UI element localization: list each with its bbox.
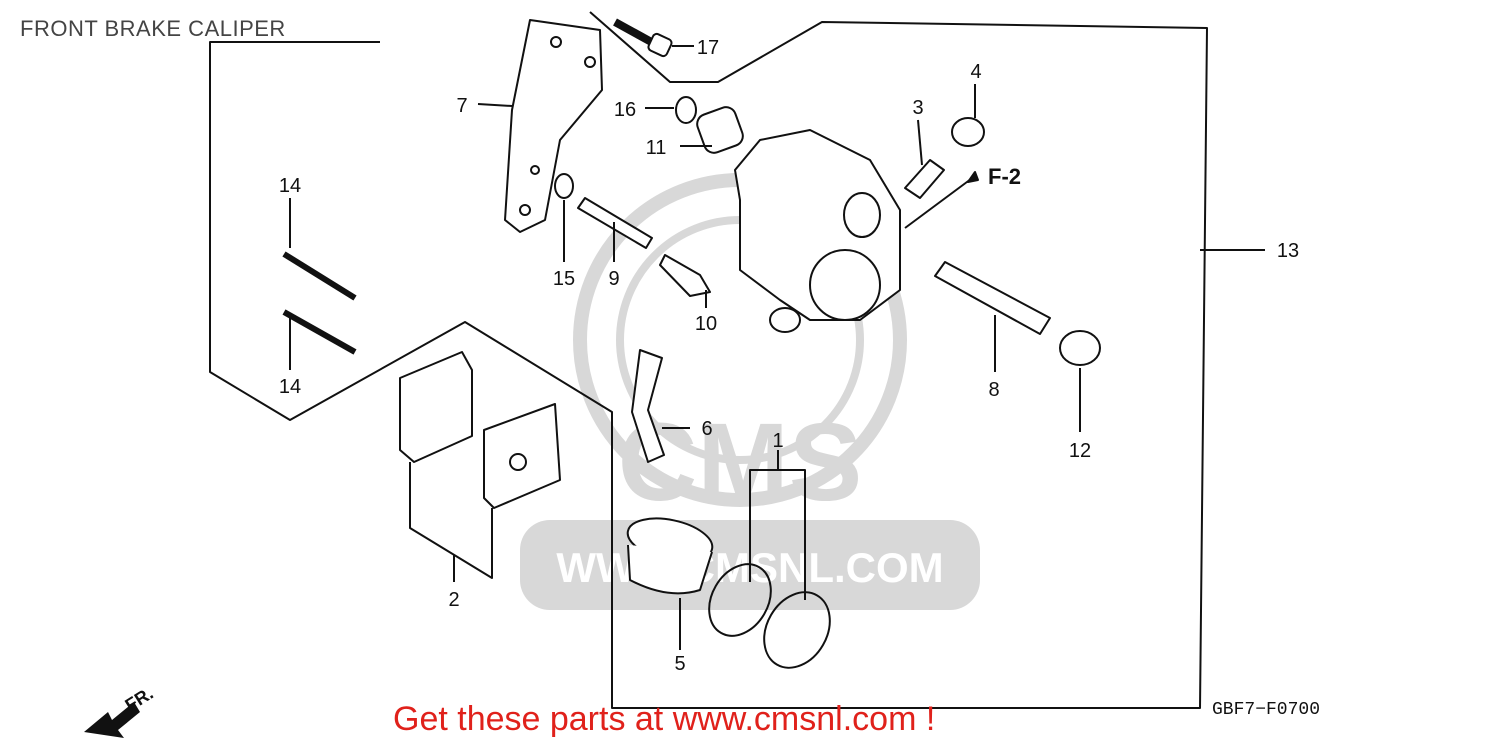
ref-label-15: 15 (553, 268, 575, 290)
ref-label-10: 10 (695, 313, 717, 335)
ref-label-14b: 14 (279, 376, 301, 398)
ref-label-6: 6 (701, 418, 712, 440)
ref-label-4: 4 (970, 61, 981, 83)
ref-label-1: 1 (772, 430, 783, 452)
assembly-outline (209, 11, 1208, 709)
ref-label-9: 9 (608, 268, 619, 290)
front-direction-arrow: FR. (84, 683, 157, 738)
ref-label-5: 5 (674, 653, 685, 675)
ref-label-13: 13 (1277, 240, 1299, 262)
bracket (504, 19, 603, 233)
brake-pad-left (399, 351, 473, 463)
reference-labels: 1 2 3 4 5 6 7 8 9 10 11 12 13 14 14 15 1… (279, 37, 1299, 675)
watermark-logo: CMS (618, 401, 862, 524)
ref-label-3: 3 (912, 97, 923, 119)
promo-link[interactable]: Get these parts at www.cmsnl.com ! (393, 700, 936, 738)
callout-f2: F-2 (988, 164, 1021, 189)
ref-label-8: 8 (988, 379, 999, 401)
pad-spring (631, 349, 665, 463)
diagram-code: GBF7−F0700 (1212, 700, 1321, 720)
ref-label-12: 12 (1069, 440, 1091, 462)
ref-label-11: 11 (646, 137, 667, 159)
ref-label-17: 17 (697, 37, 719, 59)
ref-label-16: 16 (614, 99, 636, 121)
ref-label-14a: 14 (279, 175, 301, 197)
page-title: FRONT BRAKE CALIPER (20, 16, 286, 41)
ref-label-2: 2 (448, 589, 459, 611)
ref-label-7: 7 (456, 95, 467, 117)
